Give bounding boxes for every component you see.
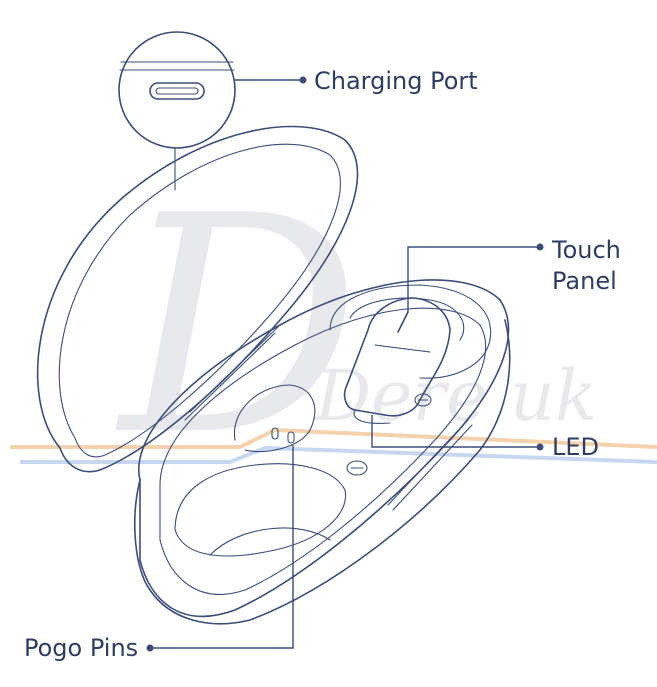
charging-port-inset	[118, 31, 236, 191]
case-lid	[36, 125, 359, 473]
right-earbud	[329, 284, 492, 424]
label-touch-panel-line2: Panel	[552, 267, 617, 295]
watermark-initial: D	[115, 152, 360, 501]
watermark-text: Dere uk	[313, 355, 597, 437]
usb-c-port-icon	[149, 82, 205, 100]
watermark-stripes	[10, 427, 657, 464]
pogo-pin-left	[271, 427, 279, 440]
label-charging-port: Charging Port	[314, 67, 478, 95]
case-base	[134, 279, 511, 625]
label-pogo-pins: Pogo Pins	[24, 634, 139, 662]
label-led: LED	[552, 433, 600, 461]
pogo-pin-right	[287, 431, 295, 444]
callout-leaders	[146, 76, 544, 652]
label-touch-panel-line1: Touch	[552, 236, 621, 264]
left-earbud-cavity	[174, 384, 368, 557]
